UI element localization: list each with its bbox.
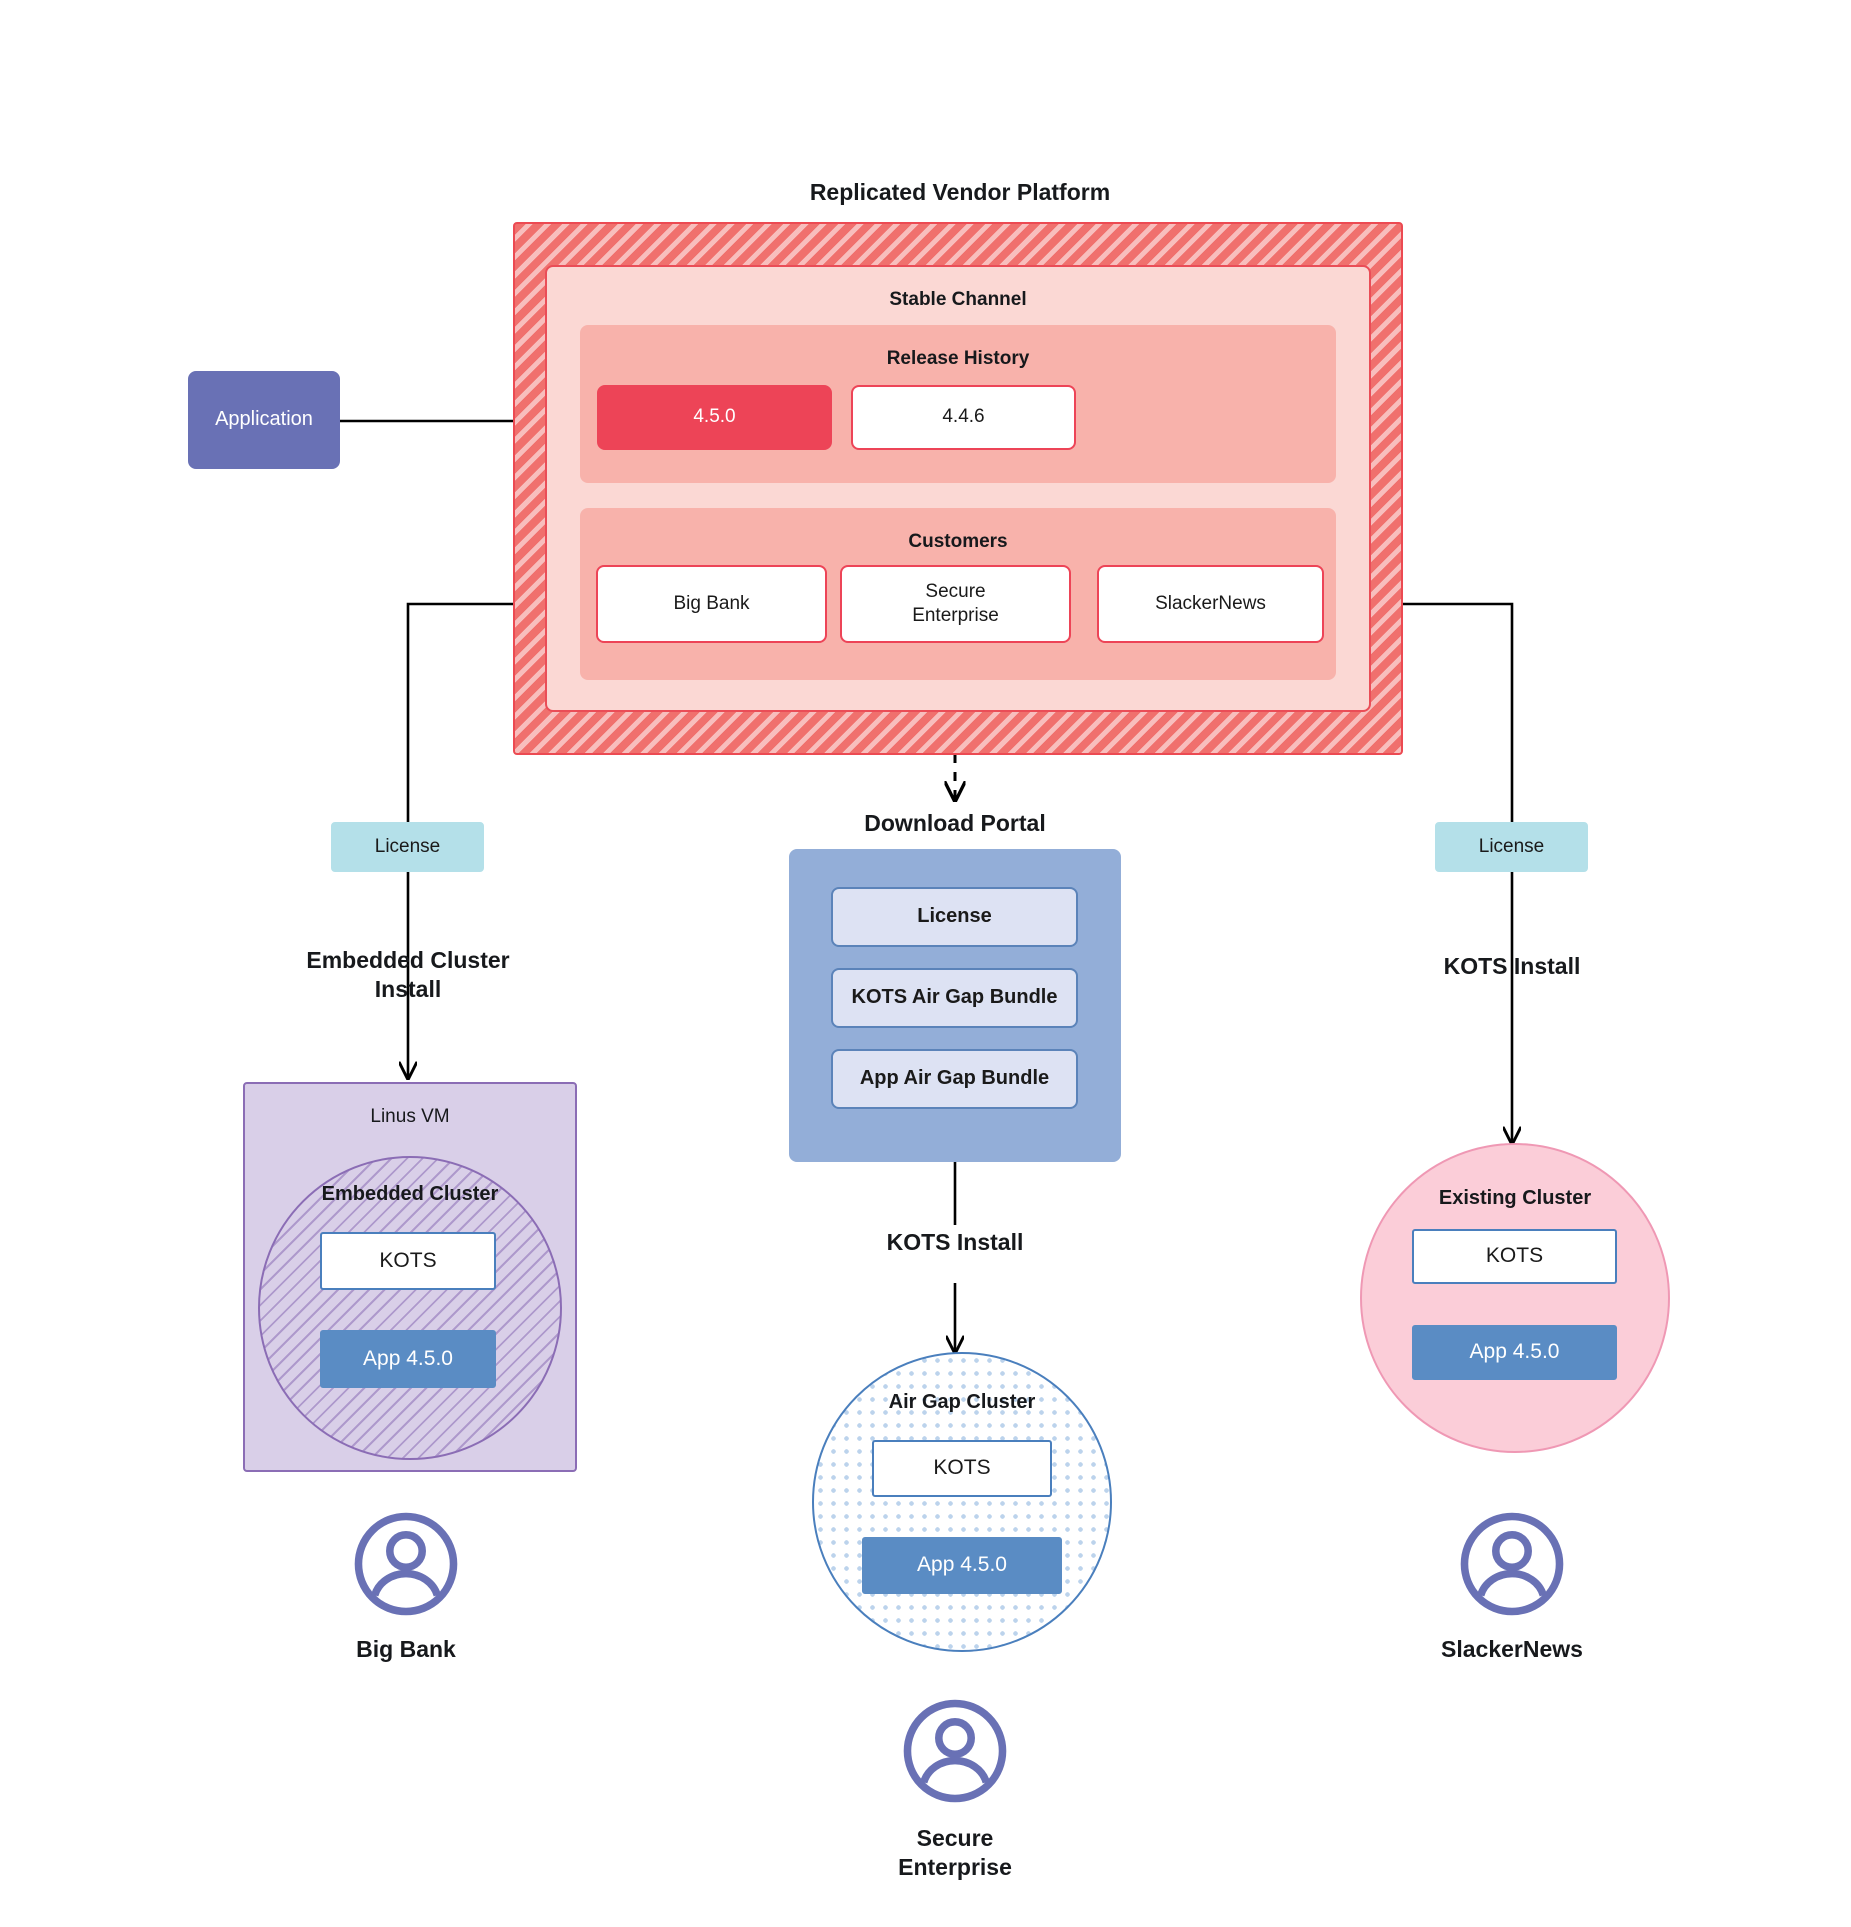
flow-label-embedded-cluster-install: Embedded Cluster Install (306, 946, 510, 1002)
release-item-previous[interactable]: 4.4.6 (851, 385, 1076, 450)
customers-title: Customers (908, 530, 1008, 552)
existing-cluster-circle (1360, 1143, 1670, 1453)
avatar-slackernews (1460, 1512, 1564, 1616)
download-portal-title: Download Portal (864, 810, 1046, 837)
embedded-cluster-circle (258, 1156, 562, 1460)
air-gap-cluster-title: Air Gap Cluster (888, 1390, 1036, 1413)
customer-box-big-bank[interactable]: Big Bank (596, 565, 827, 643)
persona-label-secure-enterprise: Secure Enterprise (898, 1824, 1012, 1880)
portal-item-app-air-gap-bundle[interactable]: App Air Gap Bundle (831, 1049, 1078, 1109)
flow-label-right-kots-install: KOTS Install (1443, 953, 1581, 980)
kots-box-embedded[interactable]: KOTS (320, 1232, 496, 1290)
page-title: Replicated Vendor Platform (809, 179, 1111, 206)
avatar-big-bank (354, 1512, 458, 1616)
application-node[interactable]: Application (188, 371, 340, 469)
app-version-box-existing[interactable]: App 4.5.0 (1412, 1325, 1617, 1380)
embedded-cluster-title: Embedded Cluster (321, 1182, 499, 1205)
portal-item-license[interactable]: License (831, 887, 1078, 947)
existing-cluster-title: Existing Cluster (1438, 1186, 1592, 1209)
customer-box-secure-enterprise[interactable]: Secure Enterprise (840, 565, 1071, 643)
release-history-title: Release History (886, 347, 1030, 369)
portal-item-kots-air-gap-bundle[interactable]: KOTS Air Gap Bundle (831, 968, 1078, 1028)
app-version-box-airgap[interactable]: App 4.5.0 (862, 1537, 1062, 1594)
persona-label-slackernews: SlackerNews (1441, 1636, 1583, 1663)
kots-box-existing[interactable]: KOTS (1412, 1229, 1617, 1284)
app-version-box-embedded[interactable]: App 4.5.0 (320, 1330, 496, 1388)
release-item-current[interactable]: 4.5.0 (597, 385, 832, 450)
avatar-secure-enterprise (903, 1699, 1007, 1803)
license-chip-right[interactable]: License (1435, 822, 1588, 872)
flow-label-center-kots-install: KOTS Install (886, 1229, 1024, 1256)
persona-label-big-bank: Big Bank (356, 1636, 456, 1663)
air-gap-cluster-circle (812, 1352, 1112, 1652)
license-chip-left[interactable]: License (331, 822, 484, 872)
kots-box-airgap[interactable]: KOTS (872, 1440, 1052, 1497)
linux-vm-title: Linus VM (370, 1105, 450, 1127)
customer-box-slackernews[interactable]: SlackerNews (1097, 565, 1324, 643)
stable-channel-title: Stable Channel (889, 288, 1027, 310)
